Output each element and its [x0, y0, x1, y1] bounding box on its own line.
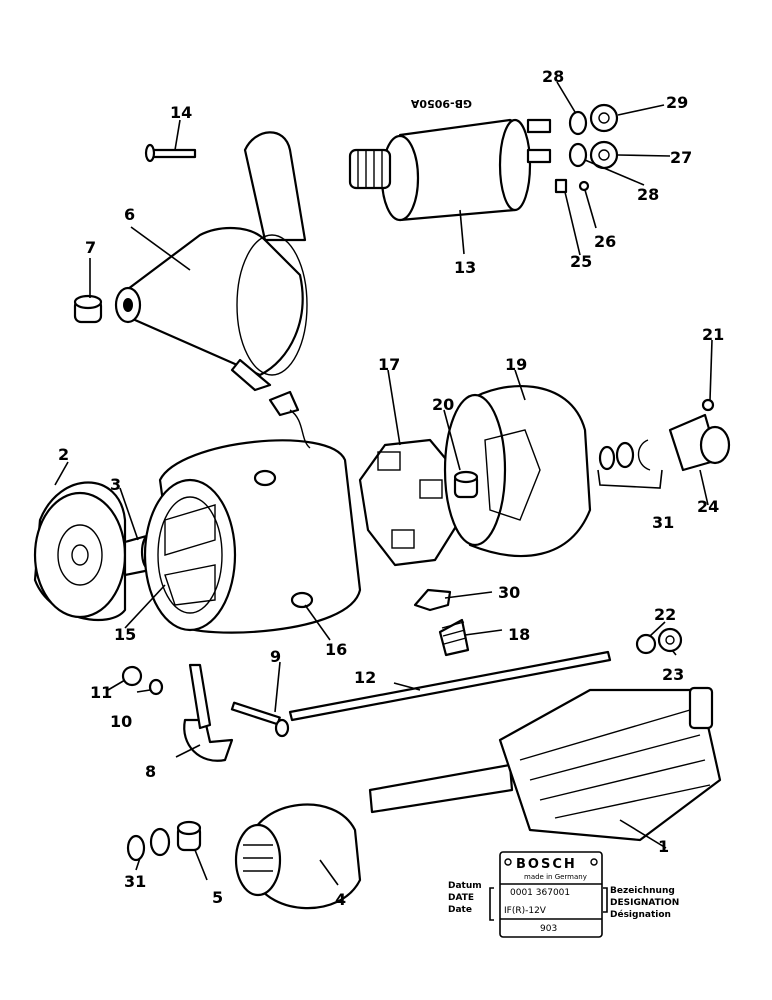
part-31-ring	[126, 834, 146, 862]
part-8-fork-lever	[183, 663, 234, 762]
callout-28-lower: 28	[637, 185, 659, 204]
callout-31-upper: 31	[652, 513, 674, 532]
callout-7: 7	[85, 238, 96, 257]
callout-26: 26	[594, 232, 616, 251]
part-29-nut	[589, 103, 619, 133]
part-13-solenoid	[348, 118, 552, 222]
callout-24: 24	[697, 497, 719, 516]
callout-15: 15	[114, 625, 136, 644]
nameplate-left-label-3: Date	[448, 905, 472, 915]
callout-18: 18	[508, 625, 530, 644]
leader-lines	[54, 81, 713, 886]
nameplate-right-label-1: Bezeichnung	[610, 886, 675, 896]
part-20-bush	[453, 470, 479, 499]
part-19-commutator-housing	[443, 385, 592, 557]
callout-12: 12	[354, 668, 376, 687]
nameplate-left-label-1: Datum	[448, 881, 482, 891]
callout-3: 3	[110, 475, 121, 494]
part-22-washer	[635, 633, 657, 655]
callout-31-lower: 31	[124, 872, 146, 891]
callout-13: 13	[454, 258, 476, 277]
part-6-drive-end-housing	[114, 131, 308, 392]
callout-17: 17	[378, 355, 400, 374]
callout-14: 14	[170, 103, 192, 122]
part-28-washer-top	[568, 110, 588, 136]
nameplate-brand: BOSCH	[516, 857, 577, 872]
nameplate-part-number: 0001 367001	[510, 888, 570, 898]
callout-28-upper: 28	[542, 67, 564, 86]
callout-2: 2	[58, 445, 69, 464]
nameplate-right-label-2: DESIGNATION	[610, 898, 679, 908]
part-2-end-plate	[33, 481, 127, 622]
nameplate-left-label-2: DATE	[448, 893, 474, 903]
part-26-washer	[578, 180, 590, 192]
callout-4: 4	[335, 890, 346, 909]
callout-30: 30	[498, 583, 520, 602]
part-31-washer-set	[597, 439, 663, 489]
callout-27: 27	[670, 148, 692, 167]
part-10-washer	[148, 678, 164, 696]
callout-numbers: 1 2 3 4 5 6 7 8 9 10 11 12 13 14 15 16 1…	[58, 67, 724, 909]
callout-10: 10	[110, 712, 132, 731]
solenoid-stamp: GB-9050A	[410, 97, 472, 110]
callout-23: 23	[662, 665, 684, 684]
callout-22: 22	[654, 605, 676, 624]
callout-16: 16	[325, 640, 347, 659]
part-12-through-bolt	[288, 650, 612, 722]
nameplate-right-label-3: Désignation	[610, 909, 671, 920]
nameplate: BOSCH made in Germany 0001 367001 IF(R)-…	[448, 851, 679, 938]
part-9-bolt	[230, 701, 290, 738]
callout-6: 6	[124, 205, 135, 224]
part-4-drive-pinion	[234, 803, 362, 910]
part-7-sleeve	[73, 294, 103, 324]
part-31-spacer	[149, 827, 171, 857]
callout-5: 5	[212, 888, 223, 907]
part-1-armature	[368, 686, 722, 842]
nameplate-type-code: IF(R)-12V	[504, 906, 547, 916]
part-21-screw	[701, 398, 715, 412]
callout-20: 20	[432, 395, 454, 414]
part-28-washer-bottom	[568, 142, 588, 168]
callout-1: 1	[658, 837, 669, 856]
callout-21: 21	[702, 325, 724, 344]
part-24-end-cap	[668, 413, 731, 472]
callout-25: 25	[570, 252, 592, 271]
callout-29: 29	[666, 93, 688, 112]
part-11-nut	[121, 665, 143, 687]
part-18-spring	[438, 618, 470, 657]
part-5-bush	[176, 820, 202, 852]
callout-9: 9	[270, 647, 281, 666]
part-30-brush	[413, 588, 452, 612]
nameplate-made-in: made in Germany	[524, 873, 587, 881]
part-16-yoke-housing	[143, 390, 362, 634]
part-23-nut	[657, 627, 683, 653]
callout-11: 11	[90, 683, 112, 702]
callout-19: 19	[505, 355, 527, 374]
callout-8: 8	[145, 762, 156, 781]
part-25-terminal	[554, 178, 568, 194]
part-14-screw	[144, 143, 197, 163]
nameplate-date-code: 903	[540, 924, 557, 934]
